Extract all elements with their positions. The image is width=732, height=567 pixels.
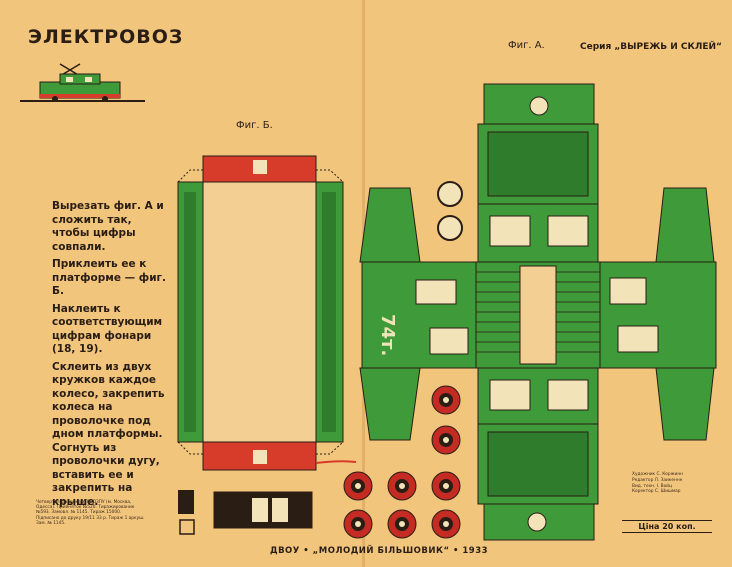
instruction-2: Приклеить ее к платформе — фиг. Б. [52,258,167,297]
price-label: Ціна 20 коп. [622,520,712,533]
instruction-4: Склеить из двух кружков каждое колесо, з… [52,360,165,508]
figure-b-label: Фиг. Б. [236,120,273,131]
locomotive-icon [20,63,145,102]
underframe-piece [178,490,313,535]
body-figure-a: 74т. [359,83,717,541]
series-label: Серия „ВЫРЕЖЬ И СКЛЕЙ“ [580,42,722,52]
locomotive-number: 74т. [377,314,398,356]
wheel-circles [343,385,461,539]
instruction-3: Наклеить к соответствующим цифрам фонари… [52,302,163,356]
instruction-1: Вырезать фиг. А и сложить так, чтобы циф… [52,200,164,253]
page-title: ЭЛЕКТРОВОЗ [28,26,184,48]
instructions: Вырезать фиг. А и сложить так, чтобы циф… [52,200,170,513]
editors-credits: Художник С. Коржинн Редактор Л. Заикеннн… [632,472,683,495]
platform-figure-b [177,155,357,471]
figure-a-label: Фиг. А. [508,40,545,51]
imprint-text: Четвертая фабрика УПП ДЗПУ (м. Москва, О… [36,500,145,526]
publisher-line: ДВОУ • „МОЛОДИЙ БІЛЬШОВИК“ • 1933 [270,546,489,556]
lamp-circles [437,181,463,241]
